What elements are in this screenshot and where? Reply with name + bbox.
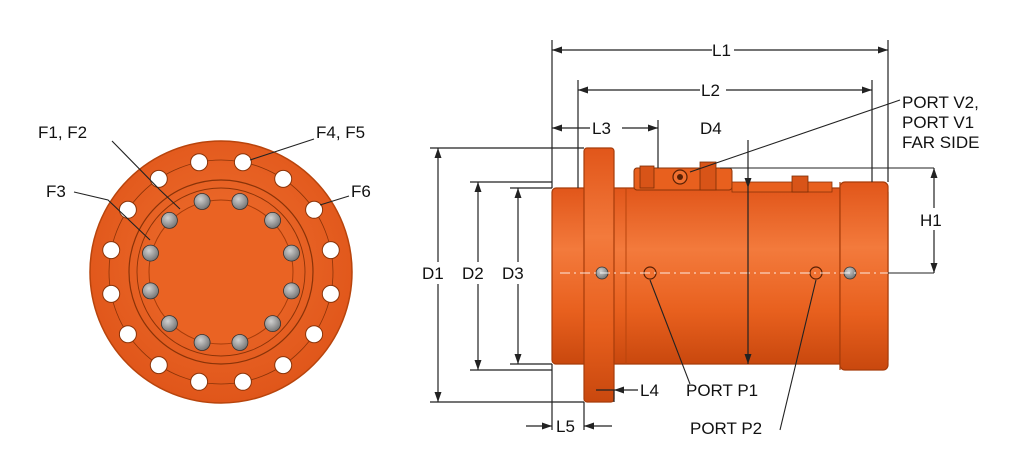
valve-block [633, 161, 833, 193]
socket-bolt [231, 334, 249, 351]
label-port-p1: PORT P1 [686, 381, 758, 400]
shoulder-ring [128, 179, 314, 365]
bolt-hole [305, 200, 324, 219]
bolt-hole [274, 356, 293, 375]
bolt-hole [321, 241, 340, 260]
bolt-hole [274, 169, 293, 188]
bolt-hole [190, 153, 209, 172]
bolt-hole [149, 169, 168, 188]
bolt-hole [118, 325, 137, 344]
socket-bolt [231, 193, 249, 210]
socket-bolt [142, 244, 159, 262]
inner-ring [136, 187, 306, 357]
socket-bolt [193, 193, 211, 210]
label-d2: D2 [462, 264, 484, 283]
label-f1-f2: F1, F2 [38, 123, 87, 142]
label-d3: D3 [502, 264, 524, 283]
side-view: L1 L2 L3 D4 D1 D2 D3 H1 L4 L5 PORT V2, P… [422, 40, 979, 438]
socket-bolt [264, 211, 282, 229]
bolt-hole [305, 325, 324, 344]
leader-f1-f2 [111, 140, 181, 210]
front-view: F1, F2 F4, F5 F3 F6 [38, 123, 371, 404]
label-port-p2: PORT P2 [690, 419, 762, 438]
hub-face [148, 199, 294, 345]
socket-bolt [193, 334, 211, 351]
leader-port-p2 [779, 279, 817, 431]
label-l4: L4 [640, 381, 659, 400]
bolt-circle-line [108, 159, 334, 385]
label-l5: L5 [556, 417, 575, 436]
label-l3: L3 [592, 119, 611, 138]
socket-bolt [264, 315, 282, 333]
leader-port-v [689, 99, 901, 173]
end-cap [839, 181, 889, 371]
bolt-hole [102, 241, 121, 260]
label-l1: L1 [712, 41, 731, 60]
label-f4-f5: F4, F5 [316, 123, 365, 142]
inner-bolts [142, 193, 300, 351]
leader-f6 [319, 195, 350, 206]
bolt-hole [233, 372, 252, 391]
label-d4: D4 [700, 119, 722, 138]
bolt-hole [321, 284, 340, 303]
bolt-hole [102, 284, 121, 303]
leader-f4-f5 [249, 138, 315, 161]
bolt-hole [149, 356, 168, 375]
label-f6: F6 [351, 182, 371, 201]
socket-bolt [283, 244, 300, 262]
dimension-arrows [434, 46, 938, 430]
socket-bolt [142, 282, 159, 300]
label-port-v-line2: PORT V1 [902, 113, 974, 132]
bolt-hole [118, 200, 137, 219]
socket-bolt [160, 315, 178, 333]
socket-bolt [160, 211, 178, 229]
label-d1: D1 [422, 264, 444, 283]
bolt-hole [190, 372, 209, 391]
bolt-hole [233, 153, 252, 172]
leader-port-p1 [649, 279, 691, 385]
label-h1: H1 [920, 211, 942, 230]
label-port-v-line1: PORT V2, [902, 93, 979, 112]
outer-bolt-holes [102, 153, 340, 391]
label-l2: L2 [701, 81, 720, 100]
label-f3: F3 [46, 182, 66, 201]
label-port-v-line3: FAR SIDE [902, 133, 979, 152]
leader-f3 [73, 191, 151, 241]
socket-bolt [283, 282, 300, 300]
